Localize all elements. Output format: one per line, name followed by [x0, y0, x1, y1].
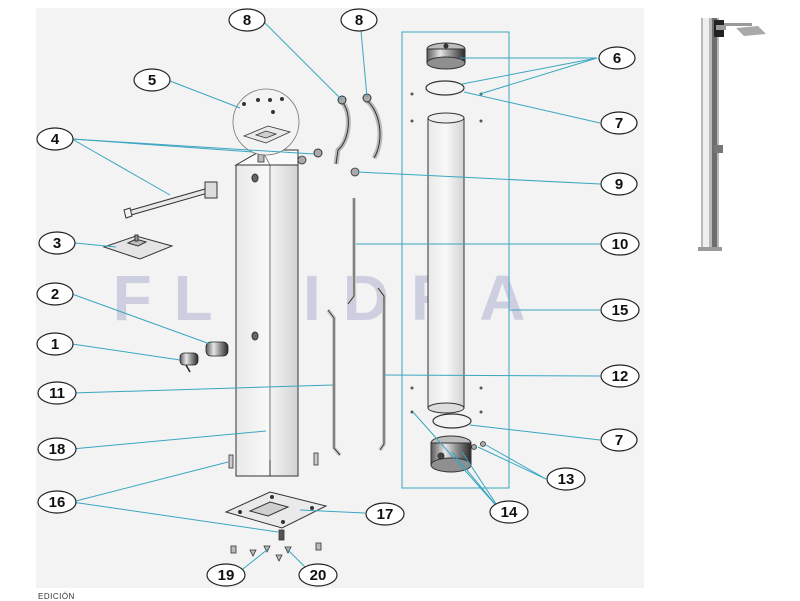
callout-5: 5	[133, 68, 171, 92]
svg-text:12: 12	[612, 368, 629, 385]
svg-text:9: 9	[615, 176, 623, 193]
svg-text:13: 13	[558, 471, 575, 488]
anchor-bolts	[228, 452, 319, 541]
callout-7-top: 7	[600, 111, 638, 135]
callout-2: 2	[36, 282, 74, 306]
svg-text:7: 7	[615, 115, 623, 132]
main-column	[234, 149, 299, 477]
callout-6: 6	[598, 46, 636, 70]
callout-3: 3	[38, 231, 76, 255]
tube-screws	[410, 92, 483, 414]
base-plate	[224, 491, 328, 529]
callout-17: 17	[365, 502, 405, 526]
callout-7-bottom: 7	[600, 428, 638, 452]
svg-text:4: 4	[51, 131, 60, 148]
callout-1: 1	[36, 332, 74, 356]
fluidra-watermark: FLUIDRA	[113, 262, 548, 334]
callout-18: 18	[37, 437, 77, 461]
svg-text:3: 3	[53, 235, 61, 252]
callout-9: 9	[600, 172, 638, 196]
bent-tubes	[313, 93, 383, 165]
callout-12: 12	[600, 364, 640, 388]
svg-text:10: 10	[612, 236, 629, 253]
base-screws	[230, 542, 322, 562]
svg-text:1: 1	[51, 336, 59, 353]
callout-11: 11	[37, 381, 77, 405]
svg-text:11: 11	[49, 385, 65, 402]
svg-text:5: 5	[148, 72, 156, 89]
o-ring-bottom	[432, 413, 472, 429]
top-cap	[426, 42, 466, 70]
shower-head	[102, 234, 174, 260]
column-top-fittings	[257, 153, 307, 165]
svg-text:19: 19	[218, 567, 235, 584]
inset-detail	[232, 88, 300, 156]
leader-lines	[71, 19, 601, 574]
foot-valve-assembly	[179, 341, 229, 373]
shower-arm	[123, 181, 218, 219]
callout-16: 16	[37, 490, 77, 514]
svg-text:18: 18	[49, 441, 66, 458]
svg-text:14: 14	[501, 504, 518, 521]
elbow-fitting	[350, 167, 360, 177]
callout-8-left: 8	[228, 8, 266, 32]
callout-8-right: 8	[340, 8, 378, 32]
tube-detail-frame	[401, 31, 510, 489]
callout-19: 19	[206, 563, 246, 587]
footer-label: EDICIÓN	[38, 592, 75, 601]
callout-14: 14	[489, 500, 529, 524]
callout-4: 4	[36, 127, 74, 151]
svg-text:2: 2	[51, 286, 59, 303]
callout-20: 20	[298, 563, 338, 587]
side-screws	[471, 441, 486, 450]
svg-text:7: 7	[615, 432, 623, 449]
inner-tube	[427, 112, 465, 414]
callout-13: 13	[546, 467, 586, 491]
callout-10: 10	[600, 232, 640, 256]
drawing-panel	[36, 8, 644, 588]
bottom-cap	[430, 435, 472, 473]
svg-text:16: 16	[49, 494, 66, 511]
svg-text:17: 17	[377, 506, 394, 523]
svg-text:6: 6	[613, 50, 621, 67]
svg-text:8: 8	[355, 12, 363, 29]
svg-text:15: 15	[612, 302, 629, 319]
svg-text:20: 20	[310, 567, 327, 584]
long-rods	[326, 198, 386, 457]
o-ring-top	[425, 80, 465, 96]
product-photo	[698, 18, 766, 251]
svg-text:8: 8	[243, 12, 251, 29]
callout-15: 15	[600, 298, 640, 322]
